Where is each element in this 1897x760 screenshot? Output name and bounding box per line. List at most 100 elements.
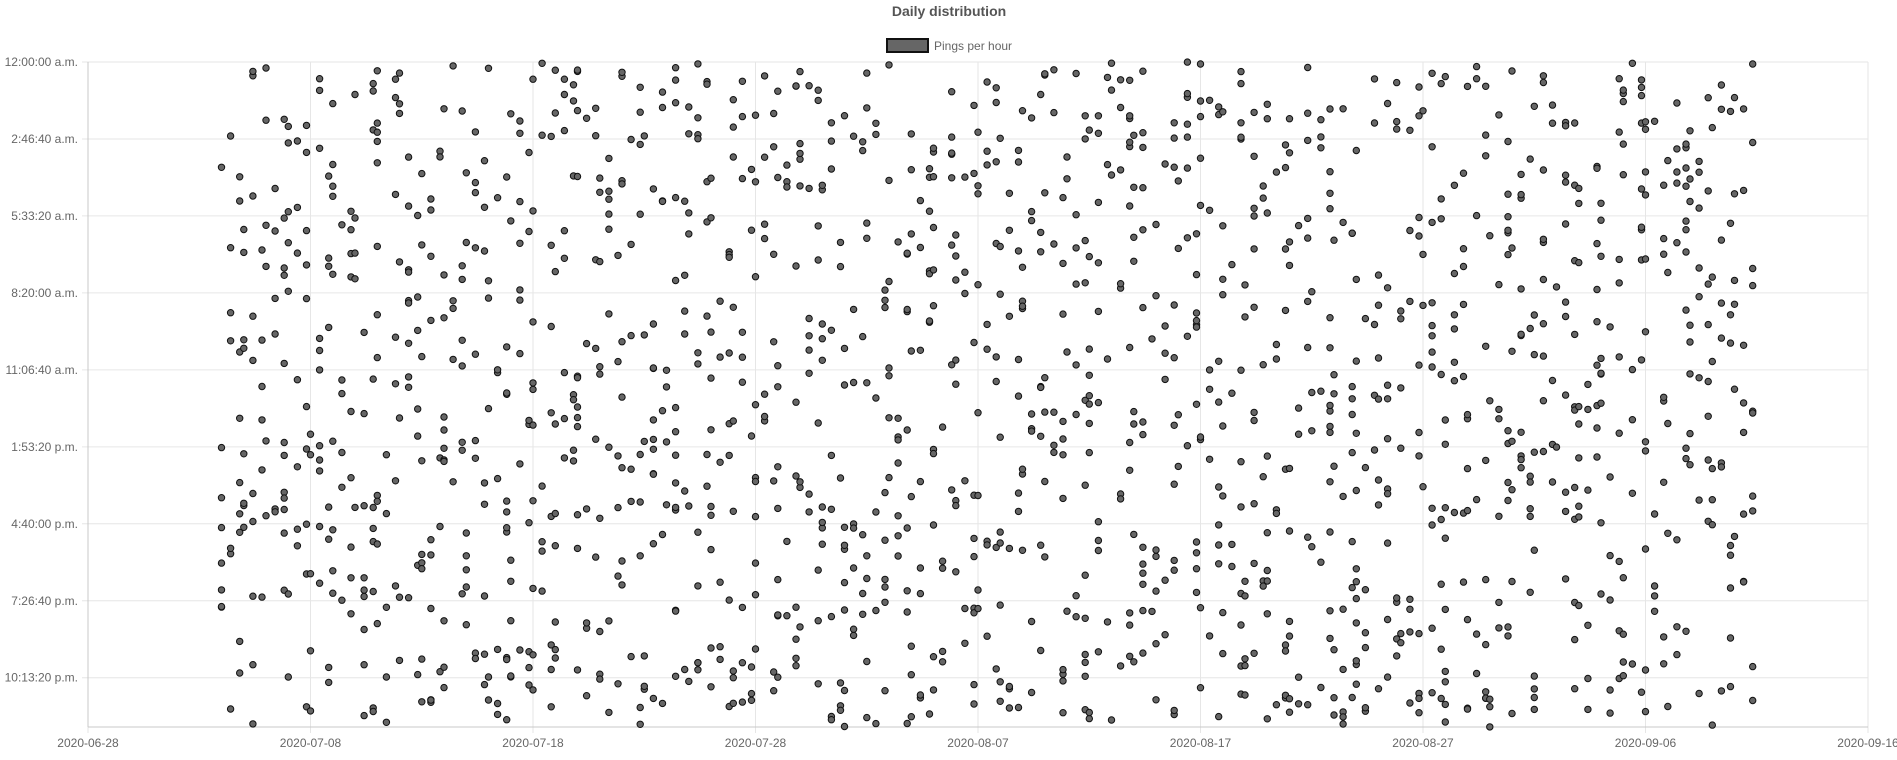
x-tick-label: 2020-08-17 [1170, 736, 1232, 750]
scatter-point [1215, 103, 1223, 111]
scatter-point [1459, 262, 1468, 271]
scatter-point [774, 504, 782, 513]
scatter-point [729, 417, 737, 425]
scatter-point [1304, 533, 1312, 541]
scatter-point [729, 674, 737, 682]
scatter-point [217, 602, 226, 611]
scatter-point [1085, 126, 1094, 134]
scatter-point [1139, 430, 1147, 439]
scatter-point [1441, 678, 1450, 686]
scatter-point [1183, 120, 1192, 128]
scatter-point [814, 96, 822, 105]
scatter-point [1597, 354, 1605, 363]
scatter-point [671, 428, 680, 436]
scatter-point [729, 303, 737, 311]
scatter-point [1641, 328, 1650, 336]
scatter-point [1174, 462, 1183, 471]
scatter-point [1326, 634, 1334, 643]
scatter-point [1406, 628, 1414, 636]
scatter-point [840, 578, 849, 587]
scatter-point [894, 414, 902, 422]
scatter-point [1263, 209, 1272, 217]
scatter-point [414, 293, 422, 301]
scatter-point [760, 412, 769, 421]
scatter-point [480, 247, 489, 255]
scatter-point [347, 610, 355, 618]
scatter-point [1486, 703, 1494, 711]
scatter-point [658, 699, 667, 708]
scatter-point [1450, 358, 1459, 366]
scatter-point [1619, 574, 1628, 582]
scatter-point [938, 564, 947, 572]
scatter-point [1116, 76, 1125, 84]
scatter-points [217, 58, 1757, 731]
scatter-point [1504, 213, 1512, 221]
scatter-point [1517, 190, 1525, 199]
scatter-point [1695, 168, 1703, 176]
scatter-point [440, 413, 448, 421]
y-tick-label: 7:26:40 p.m. [11, 594, 78, 608]
scatter-point [418, 550, 426, 559]
scatter-point [293, 463, 302, 471]
scatter-point [1482, 456, 1490, 465]
scatter-point [240, 523, 248, 531]
scatter-point [1139, 143, 1147, 152]
scatter-point [1704, 456, 1712, 464]
scatter-point [1196, 112, 1205, 121]
legend-swatch[interactable] [886, 38, 929, 53]
x-tick-label: 2020-07-18 [502, 736, 564, 750]
scatter-point [1530, 102, 1539, 111]
scatter-point [1650, 607, 1659, 615]
scatter-point [373, 540, 381, 548]
scatter-point [938, 647, 947, 656]
scatter-point [614, 572, 622, 580]
scatter-point [280, 264, 288, 272]
scatter-point [1437, 694, 1445, 703]
legend-label[interactable]: Pings per hour [934, 39, 1012, 53]
scatter-point [925, 207, 934, 215]
scatter-point [814, 256, 822, 264]
scatter-point [1152, 546, 1160, 554]
scatter-point [329, 526, 337, 534]
scatter-point [929, 144, 938, 152]
scatter-point [1330, 462, 1338, 470]
scatter-point [1352, 275, 1361, 284]
scatter-point [774, 463, 782, 471]
scatter-point [1081, 658, 1089, 667]
scatter-point [582, 619, 591, 627]
scatter-point [636, 83, 644, 92]
scatter-point [1615, 255, 1623, 264]
scatter-point [863, 713, 871, 722]
scatter-point [1294, 673, 1303, 681]
scatter-point [217, 586, 226, 594]
scatter-point [649, 694, 658, 703]
scatter-point [814, 222, 822, 230]
scatter-point [1014, 489, 1023, 497]
scatter-point [271, 330, 279, 338]
scatter-point [1708, 123, 1717, 132]
scatter-point [1459, 372, 1468, 381]
scatter-point [1059, 665, 1067, 674]
scatter-point [1183, 133, 1192, 141]
scatter-point [1259, 473, 1267, 481]
scatter-point [1472, 669, 1481, 678]
legend[interactable]: Pings per hour [886, 38, 1012, 53]
scatter-point [280, 494, 288, 502]
scatter-point [493, 366, 502, 374]
scatter-point [573, 422, 582, 431]
scatter-point [1383, 381, 1392, 389]
scatter-point [1183, 234, 1192, 242]
scatter-point [1463, 615, 1472, 624]
scatter-point [1508, 67, 1516, 75]
scatter-point [1219, 275, 1227, 283]
scatter-point [1459, 300, 1468, 309]
scatter-point [1450, 311, 1459, 319]
scatter-point [1374, 301, 1383, 309]
scatter-point [1326, 205, 1334, 213]
scatter-point [1584, 405, 1592, 414]
scatter-point [1504, 190, 1512, 198]
scatter-point [1339, 105, 1347, 113]
scatter-point [1526, 588, 1534, 596]
scatter-point [1304, 297, 1312, 306]
scatter-point [1072, 244, 1080, 252]
